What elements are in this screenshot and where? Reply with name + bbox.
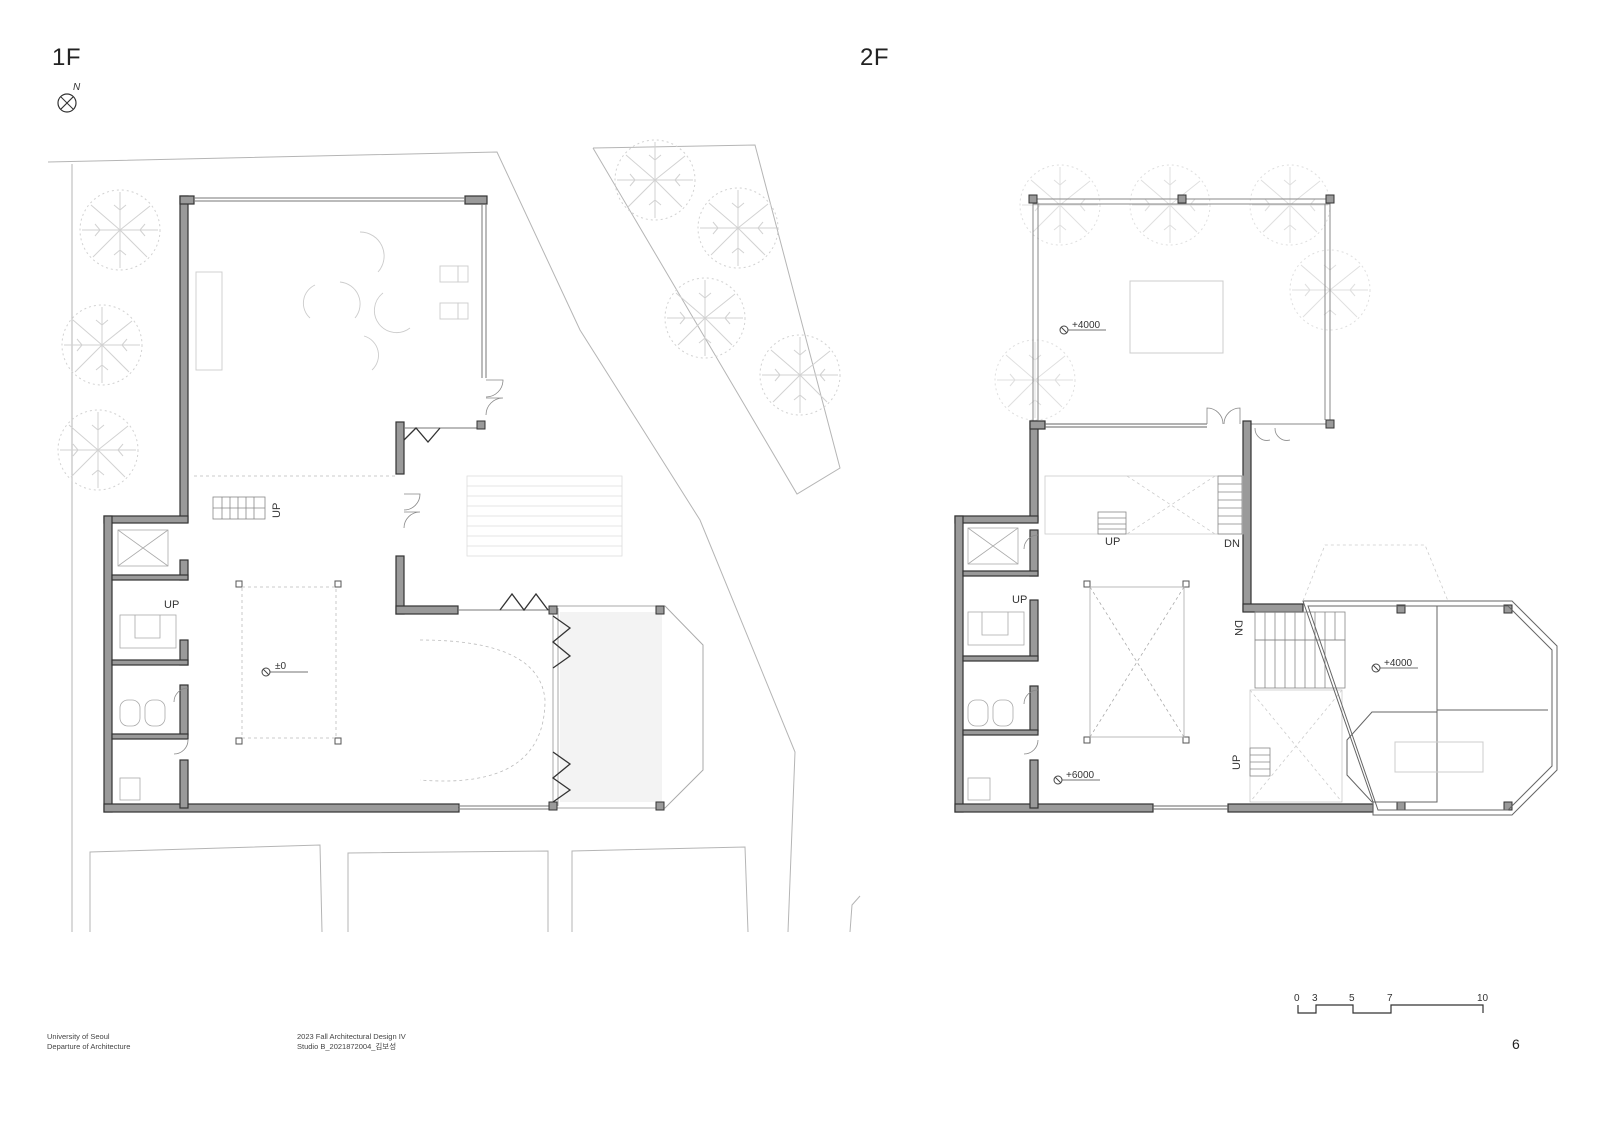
scale-tick-7: 7: [1387, 993, 1393, 1004]
scale-bar: 0 3 5 7 10: [1294, 993, 1489, 1014]
walls-2f: [954, 420, 1374, 813]
void-area-2f: [1044, 475, 1343, 803]
north-arrow-icon: [57, 93, 77, 113]
door-swings-1f: [173, 379, 504, 755]
floor-title-2f: 2F: [860, 44, 890, 71]
footer-institution-line2: Departure of Architecture: [47, 1041, 131, 1051]
stairs-2f: [1097, 475, 1346, 777]
stair-label-2f-dn-a: DN: [1224, 538, 1240, 550]
overhead-dashed-1f: [194, 475, 546, 782]
level-label-2f-b: +4000: [1384, 658, 1413, 669]
tree-cluster-1f: [57, 139, 841, 491]
core-rooms-1f: [117, 529, 177, 801]
level-label-1f: ±0: [275, 661, 286, 672]
east-wing-2f: [1302, 600, 1558, 816]
columns-2f: [1028, 194, 1513, 811]
level-marker-1f: [261, 667, 308, 677]
level-label-2f-c: +6000: [1066, 770, 1095, 781]
scale-tick-0: 0: [1294, 993, 1300, 1004]
stair-label-2f-up-c: UP: [1231, 755, 1243, 770]
glazing-1f: [194, 197, 553, 810]
footer-course-line2: Studio B_2021872004_김보성: [297, 1041, 397, 1051]
door-swings-2f: [1023, 407, 1291, 755]
terrace-1f: [552, 605, 704, 809]
overhead-dashed-2f: [1302, 544, 1449, 602]
floor-title-1f: 1F: [52, 44, 82, 71]
stair-label-1f-a: UP: [271, 503, 283, 518]
scale-tick-5: 5: [1349, 993, 1355, 1004]
stair-label-2f-up-a: UP: [1105, 536, 1120, 548]
page-number: 6: [1512, 1036, 1520, 1052]
stair-label-2f-up-b: UP: [1012, 594, 1027, 606]
stair-label-1f-b: UP: [164, 599, 179, 611]
footer-course: 2023 Fall Architectural Design IV Studio…: [297, 1032, 406, 1051]
folding-doors-1f: [403, 427, 572, 803]
north-label: N: [73, 82, 81, 93]
core-rooms-2f: [967, 527, 1025, 801]
scale-tick-3: 3: [1312, 993, 1318, 1004]
stair-1f-main: [212, 496, 266, 520]
stair-label-2f-dn-b: DN: [1232, 620, 1244, 636]
roof-deck-2f: [1032, 198, 1331, 425]
level-markers-2f: [1053, 325, 1418, 785]
scale-tick-10: 10: [1477, 993, 1489, 1004]
exterior-steps-1f: [466, 475, 623, 557]
furniture-1f: [195, 231, 469, 371]
walls-1f: [103, 195, 488, 813]
level-label-2f-a: +4000: [1072, 320, 1101, 331]
plan-2f: UP DN UP DN UP: [954, 164, 1558, 816]
footer-institution: University of Seoul Departure of Archite…: [47, 1032, 130, 1051]
site-boundary-1f: [47, 144, 861, 933]
footer-institution-line1: University of Seoul: [47, 1032, 110, 1041]
plan-1f: UP UP: [47, 82, 861, 933]
footer-course-line1: 2023 Fall Architectural Design IV: [297, 1032, 406, 1041]
glazing-2f: [1045, 423, 1228, 810]
